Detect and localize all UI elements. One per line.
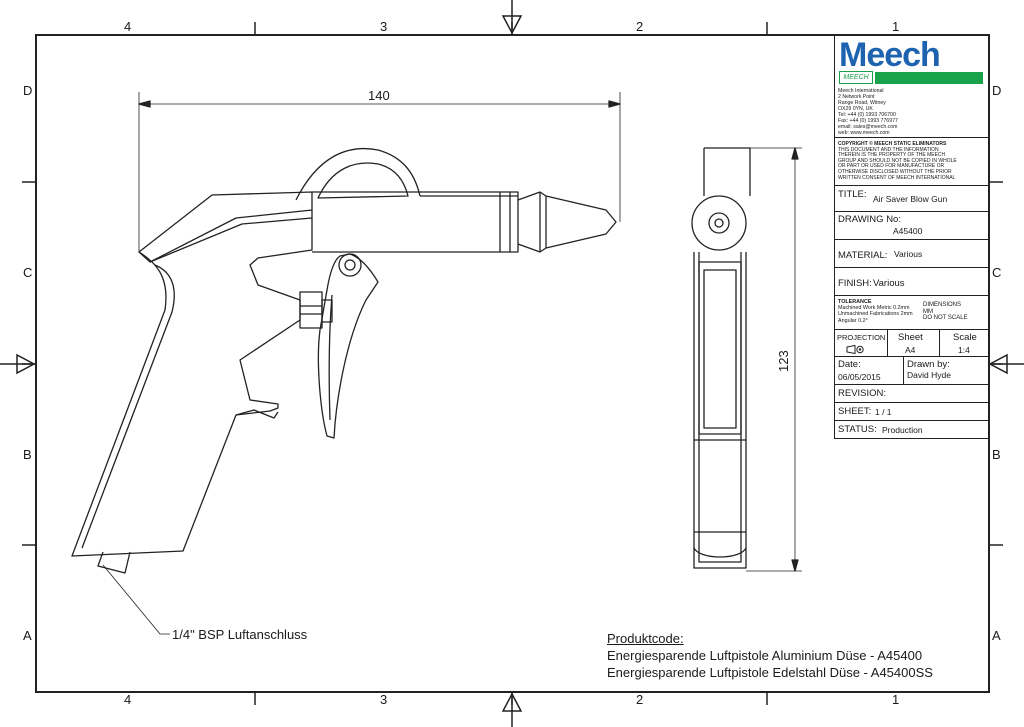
finish-label: FINISH: <box>838 278 872 289</box>
title-label: TITLE: <box>838 189 867 200</box>
zone-top-4: 4 <box>124 19 131 34</box>
zone-top-2: 2 <box>636 19 643 34</box>
drawing-number-field: DRAWING No: A45400 <box>835 212 988 240</box>
zone-top-1: 1 <box>892 19 899 34</box>
meech-logo: Meech <box>839 36 941 74</box>
product-code-notes: Produktcode: Energiesparende Luftpistole… <box>607 630 933 681</box>
scale-value: 1:4 <box>958 345 970 355</box>
logo-green-bar <box>875 72 983 84</box>
zone-top-3: 3 <box>380 19 387 34</box>
zone-right-C: C <box>992 265 1001 280</box>
sheet-number-value: 1 / 1 <box>875 407 892 417</box>
zone-left-B: B <box>23 447 32 462</box>
drawn-by-value: David Hyde <box>907 370 951 380</box>
dimension-140: 140 <box>368 88 390 103</box>
date-drawn-field: Date: 06/05/2015 Drawn by: David Hyde <box>835 357 988 385</box>
zone-right-A: A <box>992 628 1001 643</box>
product-code-heading: Produktcode: <box>607 631 684 646</box>
dimensions-note: DIMENSIONS MM DO NOT SCALE <box>923 302 968 322</box>
projection-symbol-icon <box>846 345 864 354</box>
title-value: Air Saver Blow Gun <box>873 194 948 204</box>
product-code-line: Energiesparende Luftpistole Edelstahl Dü… <box>607 665 933 680</box>
date-value: 06/05/2015 <box>838 372 881 382</box>
gun-side-view <box>71 92 621 635</box>
zone-left-A: A <box>23 628 32 643</box>
material-value: Various <box>894 249 923 259</box>
copyright-heading: COPYRIGHT © MEECH STATIC ELIMINATORS <box>838 141 947 147</box>
title-field: TITLE: Air Saver Blow Gun <box>835 186 988 212</box>
status-value: Production <box>882 425 923 435</box>
drawn-by-label: Drawn by: <box>907 359 950 370</box>
callout-air-inlet: 1/4" BSP Luftanschluss <box>172 627 308 642</box>
tolerance-field: TOLERANCE Machined Work Metric 0.2mm Unm… <box>835 296 988 330</box>
projection-label: PROJECTION <box>837 333 886 342</box>
product-code-line: Energiesparende Luftpistole Aluminium Dü… <box>607 648 923 663</box>
material-label: MATERIAL: <box>838 250 888 261</box>
zone-right-B: B <box>992 447 1001 462</box>
company-address: Meech International 2 Network Point Rang… <box>838 88 898 136</box>
tolerance-text: TOLERANCE Machined Work Metric 0.2mm Unm… <box>838 299 913 324</box>
drawing-number-label: DRAWING No: <box>838 214 901 225</box>
zone-left-D: D <box>23 83 32 98</box>
material-field: MATERIAL: Various <box>835 240 988 268</box>
scale-label: Scale <box>953 332 977 343</box>
zone-bottom-3: 3 <box>380 692 387 707</box>
zone-right-D: D <box>992 83 1001 98</box>
zone-bottom-4: 4 <box>124 692 131 707</box>
date-label: Date: <box>838 359 861 370</box>
status-field: STATUS: Production <box>835 421 988 439</box>
logo-badge: MEECH <box>839 71 873 84</box>
dimension-123: 123 <box>776 350 791 372</box>
zone-left-C: C <box>23 265 32 280</box>
logo-section: Meech MEECH Meech International 2 Networ… <box>835 36 988 138</box>
projection-sheet-scale-field: PROJECTION Sheet A4 Scale 1:4 <box>835 330 988 357</box>
status-label: STATUS: <box>838 424 877 435</box>
drawing-number-value: A45400 <box>893 226 923 236</box>
zone-bottom-1: 1 <box>892 692 899 707</box>
zone-labels: 4 3 2 1 4 3 2 1 D C B A D C B A <box>23 19 1001 707</box>
revision-label: REVISION: <box>838 388 887 399</box>
copyright-section: COPYRIGHT © MEECH STATIC ELIMINATORS THI… <box>835 138 988 186</box>
sheet-size-value: A4 <box>905 345 916 355</box>
revision-field: REVISION: <box>835 385 988 403</box>
finish-field: FINISH: Various <box>835 268 988 296</box>
gun-front-view <box>691 147 802 572</box>
sheet-number-label: SHEET: <box>838 406 872 417</box>
sheet-number-field: SHEET: 1 / 1 <box>835 403 988 421</box>
sheet-size-label: Sheet <box>898 332 923 343</box>
title-block: Meech MEECH Meech International 2 Networ… <box>834 35 989 439</box>
zone-bottom-2: 2 <box>636 692 643 707</box>
finish-value: Various <box>873 278 905 289</box>
